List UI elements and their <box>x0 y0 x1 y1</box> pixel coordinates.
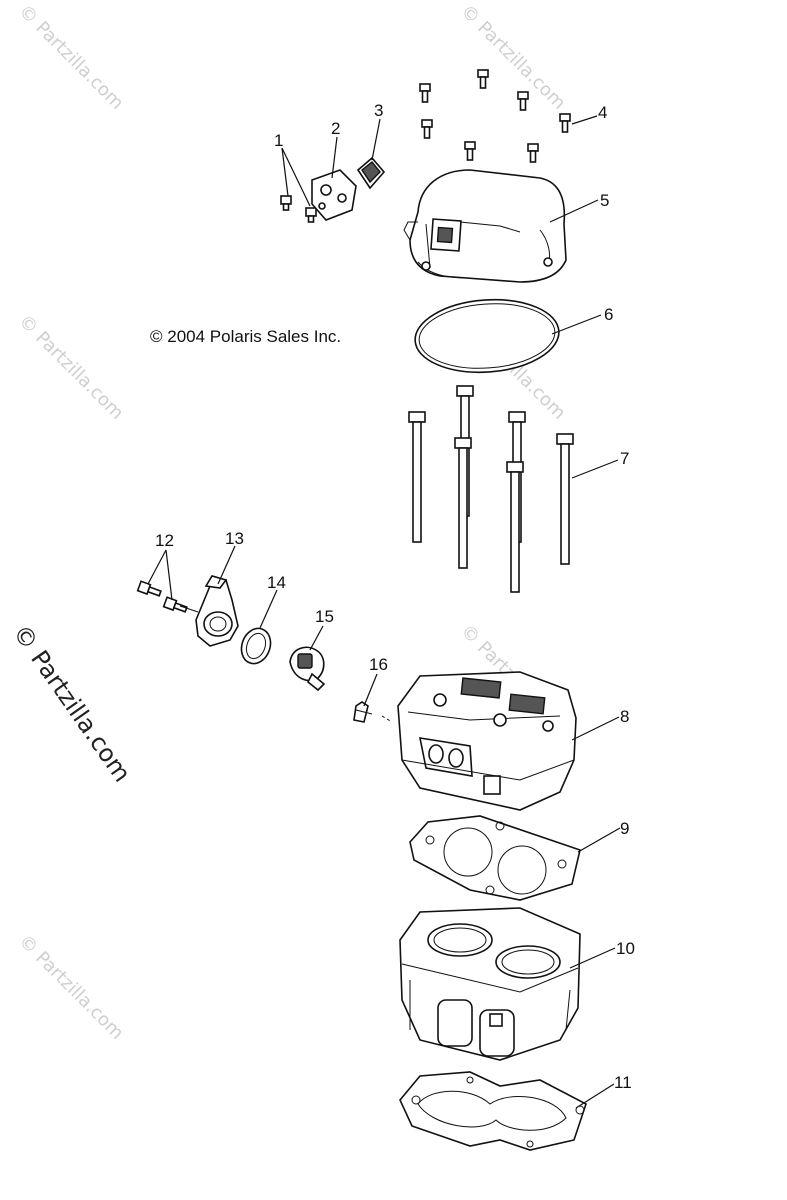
watermark: © Partzilla.com <box>14 1 127 114</box>
callout-9: 9 <box>620 819 629 838</box>
callout-3: 3 <box>374 101 383 120</box>
callout-6: 6 <box>604 305 613 324</box>
callout-13: 13 <box>225 529 244 548</box>
bolts-12 <box>136 580 188 613</box>
copyright-text: © 2004 Polaris Sales Inc. <box>150 327 341 346</box>
callout-2: 2 <box>331 119 340 138</box>
watermark: © Partzilla.com <box>14 931 127 1044</box>
cylinder-head-8 <box>397 671 577 811</box>
callout-8: 8 <box>620 707 629 726</box>
thermostat-housing-13 <box>179 575 239 647</box>
callout-7: 7 <box>620 449 629 468</box>
thermostat-15 <box>289 646 326 692</box>
leader-lines <box>147 115 621 1109</box>
head-gasket-9 <box>409 815 581 901</box>
watermark: © Partzilla.com <box>14 311 127 424</box>
callout-16: 16 <box>369 655 388 674</box>
base-gasket-11 <box>399 1071 587 1151</box>
housing-2 <box>311 169 357 221</box>
bolt-set-4 <box>419 69 571 163</box>
callout-1: 1 <box>274 131 283 150</box>
head-bolts-7 <box>408 385 574 593</box>
callout-12: 12 <box>155 531 174 550</box>
callout-15: 15 <box>315 607 334 626</box>
o-ring-6 <box>414 298 560 374</box>
cylinder-block-10 <box>399 907 581 1061</box>
callout-numbers: 1 2 3 4 5 6 7 8 9 10 11 12 13 14 15 16 <box>155 101 635 1092</box>
callout-5: 5 <box>600 191 609 210</box>
bolts-1 <box>280 195 317 223</box>
watermark-large: © Partzilla.com <box>7 619 136 787</box>
valve-cover-5 <box>403 169 567 283</box>
watermark: © Partzilla.com <box>456 1 569 114</box>
gasket-3 <box>356 156 386 190</box>
sensor-16 <box>353 701 393 723</box>
callout-14: 14 <box>267 573 286 592</box>
callout-11: 11 <box>614 1073 632 1092</box>
callout-4: 4 <box>598 103 607 122</box>
gasket-ring-14 <box>240 627 272 665</box>
callout-10: 10 <box>616 939 635 958</box>
